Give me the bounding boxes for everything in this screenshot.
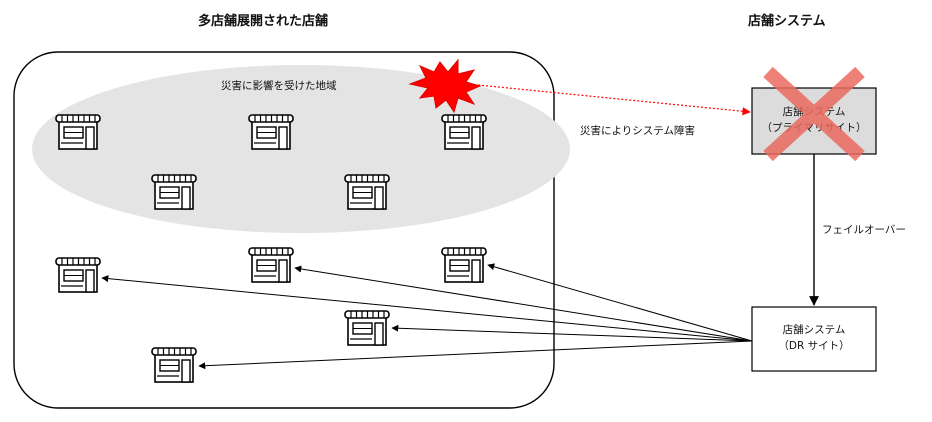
store-icon xyxy=(441,114,487,150)
route-arrow xyxy=(391,324,753,342)
dr-site-label: 店舗システム （DR サイト） xyxy=(752,322,876,354)
store-icon xyxy=(248,114,294,150)
disaster-failure-label: 災害によりシステム障害 xyxy=(580,125,695,137)
route-arrow xyxy=(198,340,753,370)
primary-site-label: 店舗システム （プライマリサイト） xyxy=(752,104,876,136)
system-heading: 店舗システム xyxy=(748,14,826,29)
store-icon xyxy=(344,174,390,210)
stores-heading: 多店舗展開された店舗 xyxy=(198,14,329,29)
primary-site-line1: 店舗システム xyxy=(782,106,846,118)
dr-site-box xyxy=(751,306,877,372)
explosion-icon xyxy=(408,58,482,114)
disaster-arrow xyxy=(477,84,751,116)
store-icon xyxy=(151,174,197,210)
store-icon xyxy=(151,347,197,383)
store-icon xyxy=(55,114,101,150)
route-arrow xyxy=(101,275,753,342)
store-icon xyxy=(441,247,487,283)
route-arrow xyxy=(294,265,753,342)
store-icon xyxy=(344,310,390,346)
primary-site-line2: （プライマリサイト） xyxy=(761,122,867,134)
route-arrow xyxy=(487,263,753,342)
affected-area-label: 災害に影響を受けた地域 xyxy=(221,80,337,92)
failover-label: フェイルオーバー xyxy=(822,224,906,236)
store-icon xyxy=(248,247,294,283)
dr-site-line1: 店舗システム xyxy=(782,324,846,336)
dr-site-line2: （DR サイト） xyxy=(778,340,850,352)
store-icon xyxy=(55,257,101,293)
